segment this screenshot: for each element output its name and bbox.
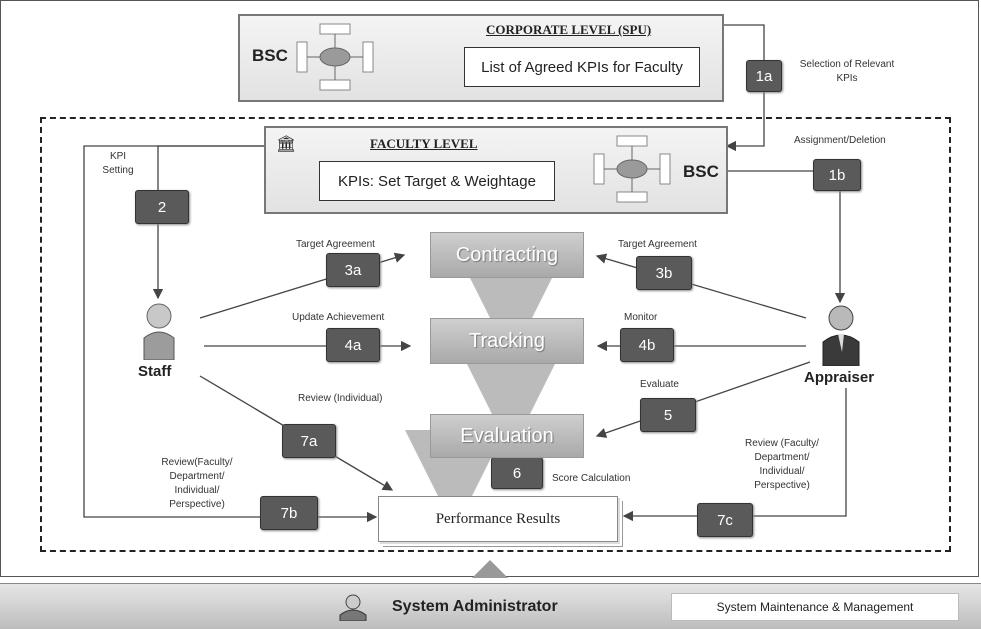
step-3a-badge: 3a	[326, 253, 380, 287]
faculty-level-title: FACULTY LEVEL	[370, 136, 478, 151]
step-7c-badge: 7c	[697, 503, 753, 537]
faculty-level-box: 🏛 FACULTY LEVEL KPIs: Set Target & Weigh…	[264, 126, 728, 214]
label-assignment: Assignment/Deletion	[794, 135, 886, 146]
phase-contracting: Contracting	[430, 232, 584, 278]
step-1a-badge: 1a	[746, 60, 782, 92]
label-review-left: Review(Faculty/ Department/ Individual/ …	[161, 457, 233, 510]
label-target-agreement-right: Target Agreement	[618, 239, 697, 250]
faculty-bsc-label: BSC	[683, 162, 719, 181]
corporate-bsc-label: BSC	[252, 46, 288, 65]
label-review-right: Review (Faculty/ Department/ Individual/…	[745, 438, 819, 491]
step-7a-badge: 7a	[282, 424, 336, 458]
label-update-achievement: Update Achievement	[292, 312, 385, 323]
label-score-calculation: Score Calculation	[552, 473, 631, 484]
performance-results-box: Performance Results	[378, 496, 618, 542]
agreed-kpis-box: List of Agreed KPIs for Faculty	[464, 47, 700, 87]
bsc-diagram-icon	[593, 135, 671, 203]
phase-tracking: Tracking	[430, 318, 584, 364]
step-4a-badge: 4a	[326, 328, 380, 362]
system-admin-bar: System Administrator System Maintenance …	[0, 583, 981, 629]
phase-evaluation: Evaluation	[430, 414, 584, 458]
step-6-badge: 6	[491, 457, 543, 489]
label-monitor: Monitor	[624, 312, 658, 323]
label-selection: Selection of Relevant KPIs	[799, 59, 895, 84]
admin-up-arrow	[472, 560, 508, 578]
label-review-individual: Review (Individual)	[298, 393, 383, 404]
system-admin-title: System Administrator	[392, 598, 558, 615]
step-5-badge: 5	[640, 398, 696, 432]
step-4b-badge: 4b	[620, 328, 674, 362]
label-target-agreement-left: Target Agreement	[296, 239, 375, 250]
system-maintenance-box: System Maintenance & Management	[671, 593, 959, 621]
step-3b-badge: 3b	[636, 256, 692, 290]
step-2-badge: 2	[135, 190, 189, 224]
step-7b-badge: 7b	[260, 496, 318, 530]
admin-person-icon	[339, 594, 367, 621]
corporate-level-box: BSC CORPORATE LEVEL (SPU) List of Agreed…	[238, 14, 724, 102]
step-1b-badge: 1b	[813, 159, 861, 191]
bsc-diagram-icon	[296, 23, 374, 91]
corporate-level-title: CORPORATE LEVEL (SPU)	[486, 22, 652, 37]
faculty-dashed-region	[40, 117, 951, 552]
appraiser-label: Appraiser	[804, 369, 875, 386]
set-target-box: KPIs: Set Target & Weightage	[319, 161, 555, 201]
appraiser-person-icon	[822, 305, 860, 366]
label-evaluate: Evaluate	[640, 379, 679, 390]
label-kpi-setting: KPI Setting	[102, 151, 134, 176]
staff-person-icon	[143, 303, 175, 360]
staff-label: Staff	[138, 363, 172, 380]
building-icon: 🏛	[276, 136, 297, 153]
